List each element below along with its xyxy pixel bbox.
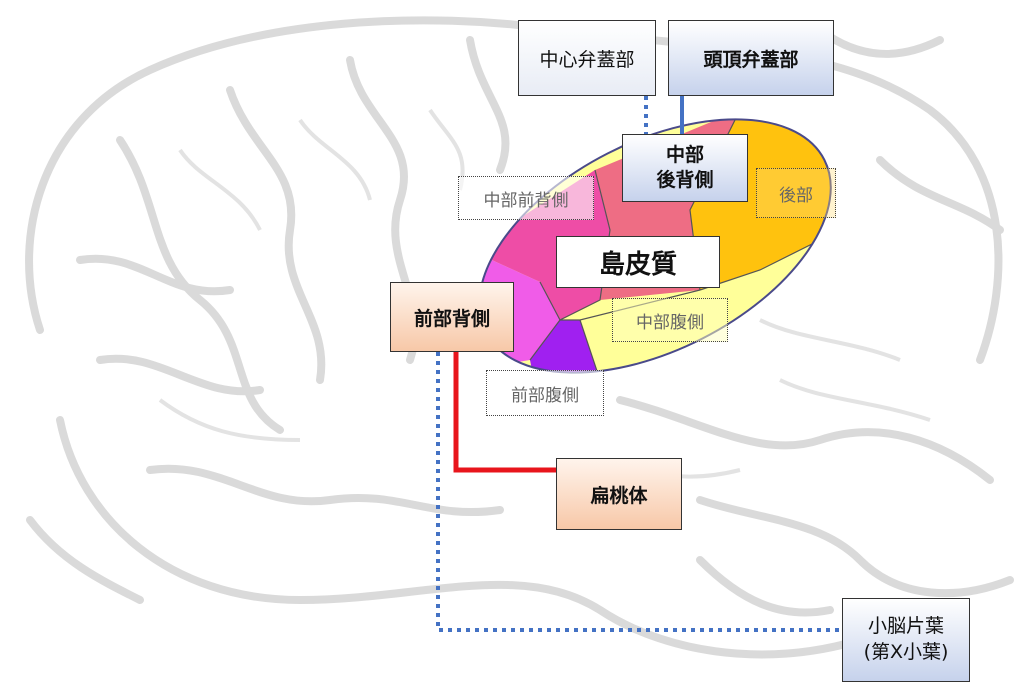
- mid-dorsal-posterior-label-1: 中部: [665, 144, 704, 167]
- mid-dorsal-posterior-box: 中部 後背側: [622, 134, 748, 202]
- posterior-label: 後部: [779, 185, 813, 206]
- insula-box: 島皮質: [556, 236, 720, 288]
- anterior-dorsal-label: 前部背側: [413, 307, 490, 330]
- connector-amygdala: [453, 352, 556, 473]
- central-operculum-label: 中心弁蓋部: [539, 48, 635, 71]
- posterior-box: 後部: [756, 168, 836, 218]
- mid-ventral-label: 中部腹側: [636, 312, 704, 333]
- flocculus-label-1: 小脳片葉: [867, 615, 944, 638]
- amygdala-label: 扁桃体: [590, 484, 648, 507]
- flocculus-box: 小脳片葉 (第X小葉): [842, 598, 970, 682]
- insula-label: 島皮質: [598, 249, 677, 280]
- connector-flocculus: [436, 352, 842, 632]
- amygdala-box: 扁桃体: [556, 458, 682, 530]
- anterior-dorsal-box: 前部背側: [390, 282, 514, 352]
- mid-dorsal-anterior-label: 中部前背側: [483, 190, 569, 211]
- parietal-operculum-box: 頭頂弁蓋部: [668, 20, 834, 96]
- mid-ventral-box: 中部腹側: [612, 298, 728, 342]
- parietal-operculum-label: 頭頂弁蓋部: [703, 48, 799, 71]
- flocculus-label-2: (第X小葉): [863, 641, 949, 663]
- anterior-ventral-box: 前部腹側: [486, 370, 604, 416]
- anterior-ventral-label: 前部腹側: [511, 385, 579, 406]
- central-operculum-box: 中心弁蓋部: [518, 20, 656, 96]
- mid-dorsal-anterior-box: 中部前背側: [458, 176, 594, 220]
- mid-dorsal-posterior-label-2: 後背側: [656, 169, 714, 191]
